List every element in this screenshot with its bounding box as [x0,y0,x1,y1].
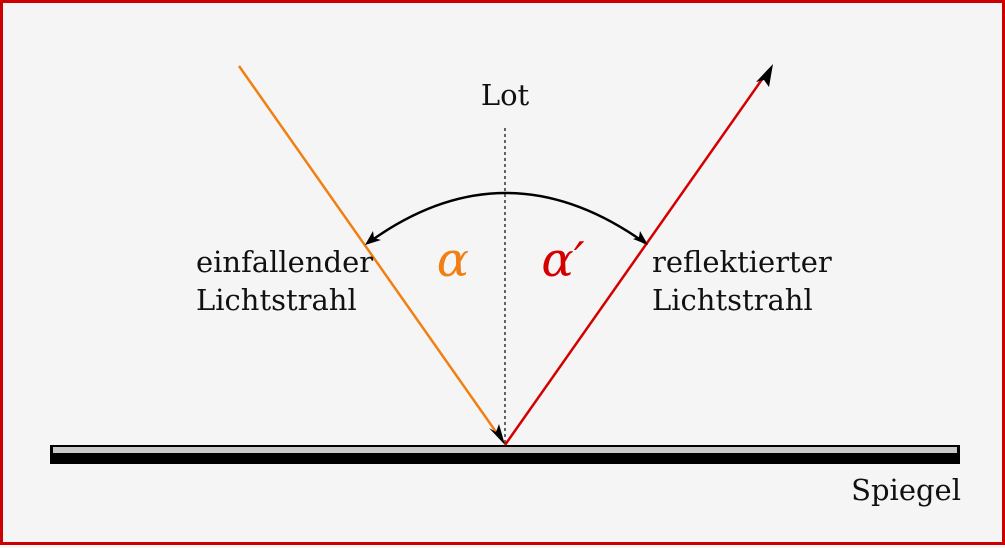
normal-label: Lot [481,78,530,112]
arc-arrow-right [633,231,648,245]
angle-reflected-label: α′ [541,232,584,288]
reflected-ray [503,77,765,446]
angle-arc [367,191,646,245]
reflected-label-line2: Lichtstrahl [652,283,813,317]
arc-arrow-left [365,231,381,245]
mirror [50,445,960,464]
mirror-surface [53,447,957,453]
incident-label-line1: einfallender [196,245,373,279]
reflected-label-line1: reflektierter [652,245,832,279]
angle-incident-label: α [437,232,469,288]
incident-label-line2: Lichtstrahl [196,283,357,317]
incident-ray [237,65,503,440]
reflected-arrowhead [756,64,773,87]
mirror-label: Spiegel [851,473,961,507]
reflection-diagram: Lot einfallender Lichtstrahl reflektiert… [50,64,961,507]
incident-arrowhead [489,424,505,445]
